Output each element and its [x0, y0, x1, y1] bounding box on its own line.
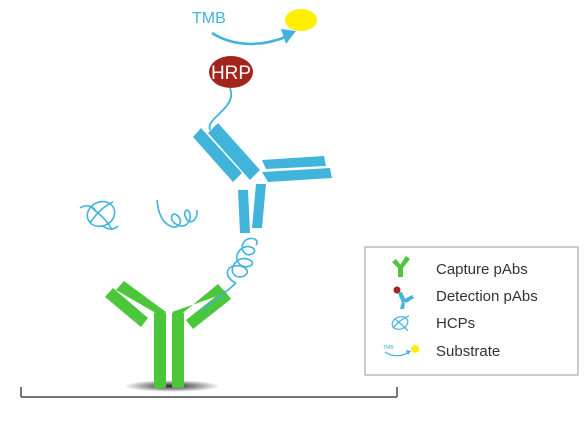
- free-hcp-2: [156, 199, 198, 228]
- legend-hcp-icon: [391, 315, 410, 332]
- legend-label-substrate: Substrate: [436, 343, 500, 360]
- hcp-tether-line: [200, 282, 237, 312]
- legend-capture-antibody-icon: [392, 256, 410, 277]
- legend-box: [364, 246, 579, 376]
- legend-substrate-icon: TMB: [383, 345, 419, 357]
- hrp-label: HRP: [211, 63, 251, 84]
- capture-antibody: [105, 281, 231, 388]
- tmb-label: TMB: [192, 10, 226, 27]
- free-hcp-1: [79, 200, 119, 231]
- legend-label-capture: Capture pAbs: [436, 261, 528, 278]
- detection-antibody: [193, 123, 332, 233]
- hrp-linker-line: [208, 87, 233, 131]
- legend-substrate-tmb-text: TMB: [383, 345, 394, 351]
- hrp-enzyme: [209, 56, 253, 88]
- tmb-conversion-arrow: [211, 31, 289, 46]
- plate-surface-baseline: [20, 387, 398, 398]
- legend-label-hcps: HCPs: [436, 315, 475, 332]
- legend-detection-antibody-icon: [393, 286, 414, 309]
- oxidized-substrate-dot: [285, 9, 317, 31]
- tmb-arrowhead: [281, 29, 296, 44]
- legend: Capture pAbs Detection pAbs HCPs TMB: [364, 246, 579, 376]
- captured-hcp-coil: [226, 237, 258, 284]
- legend-label-detection: Detection pAbs: [436, 288, 538, 305]
